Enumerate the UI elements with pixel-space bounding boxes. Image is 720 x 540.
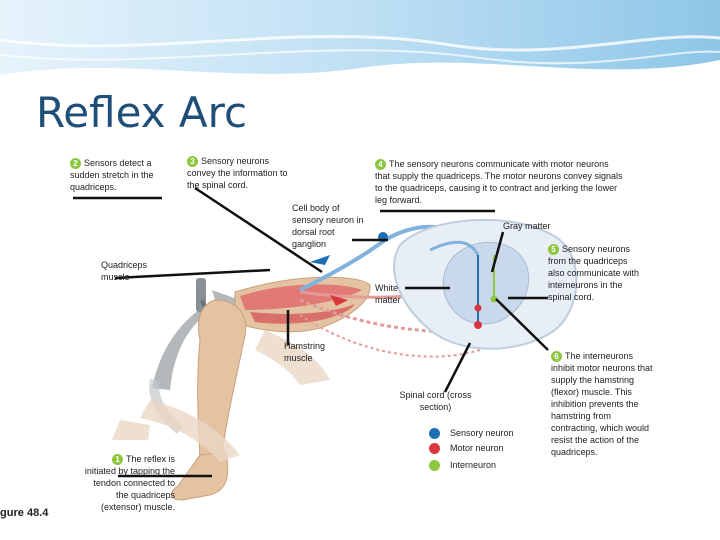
step-2-badge: 2 xyxy=(70,158,81,170)
hamstring-muscle xyxy=(250,304,355,324)
legend-label-interneuron: Interneuron xyxy=(450,460,497,470)
label-white-matter: White matter xyxy=(375,283,401,305)
step-2-text: Sensors detect a sudden stretch in the q… xyxy=(70,158,154,193)
label-quadriceps: Quadriceps muscle xyxy=(101,260,148,282)
quadriceps-muscle xyxy=(240,284,362,310)
step-3-badge: 3 xyxy=(187,156,198,168)
slide-title: Reflex Arc xyxy=(36,88,248,137)
label-hamstring: Hamstring muscle xyxy=(284,341,326,363)
leader-lines xyxy=(73,186,549,478)
step-1-badge: 1 xyxy=(111,454,123,466)
step-5-text: Sensory neurons from the quadriceps also… xyxy=(548,244,640,303)
legend-dot-interneuron xyxy=(429,460,440,471)
legend-dot-motor xyxy=(429,443,440,454)
step-4-text: The sensory neurons communicate with mot… xyxy=(375,159,623,206)
step-3-text: Sensory neurons convey the information t… xyxy=(187,156,288,191)
figure-label: igure 48.4 xyxy=(0,507,49,519)
step-6-text: The interneurons inhibit motor neurons t… xyxy=(551,351,653,458)
legend-label-motor: Motor neuron xyxy=(450,443,504,453)
step-1-text: The reflex is initiated by tapping the t… xyxy=(84,454,175,513)
ghost-leg xyxy=(255,330,330,385)
legend-dot-sensory xyxy=(429,428,440,439)
label-cell-body: Cell body of sensory neuron in dorsal ro… xyxy=(292,203,364,249)
step-4-badge: 4 xyxy=(375,159,386,171)
label-gray-matter: Gray matter xyxy=(503,221,551,231)
legend-label-sensory: Sensory neuron xyxy=(450,428,514,438)
step-5-badge: 5 xyxy=(548,244,559,256)
legend: Sensory neuron Motor neuron Interneuron xyxy=(424,425,554,475)
step-6-badge: 6 xyxy=(551,351,562,363)
header-banner xyxy=(0,0,720,75)
label-spinal-cord: Spinal cord (cross section) xyxy=(399,390,472,412)
